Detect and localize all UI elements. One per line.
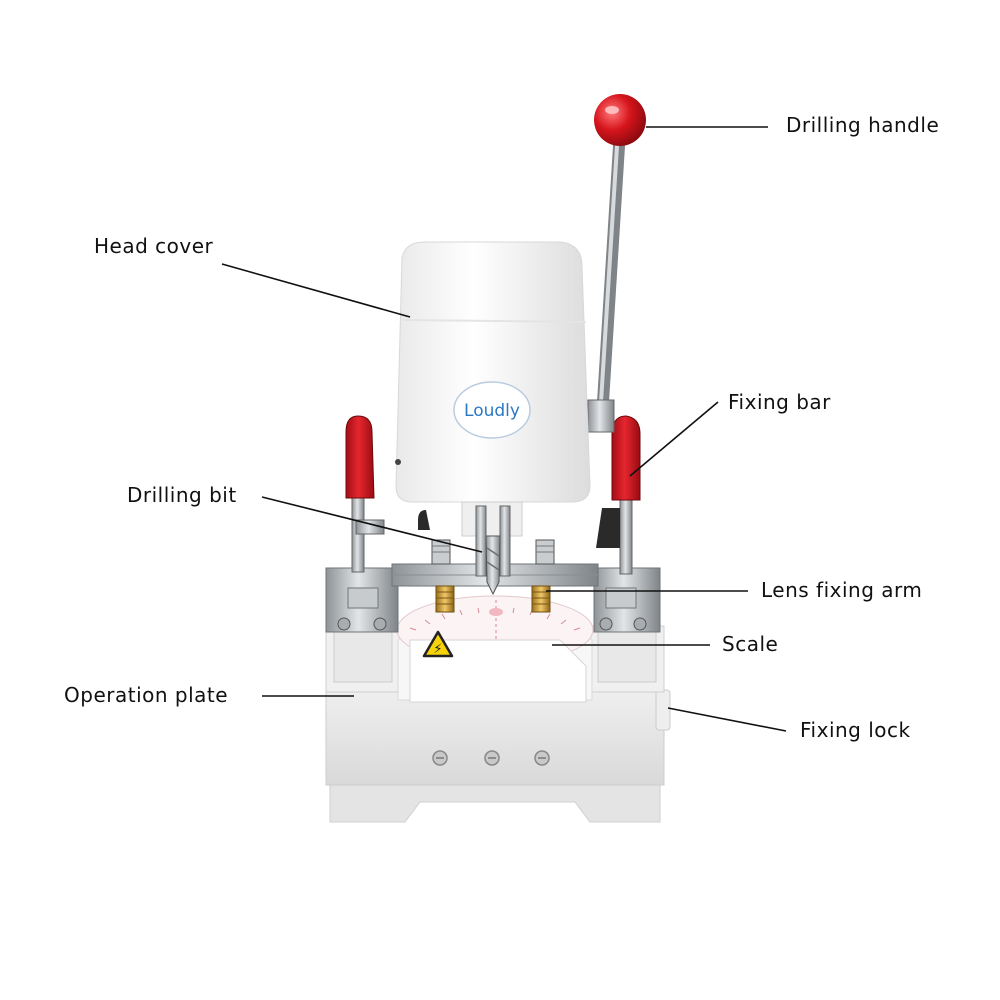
leader-head-cover bbox=[221, 263, 411, 318]
brand-name: Loudly bbox=[464, 401, 520, 421]
label-fixing-bar: Fixing bar bbox=[728, 390, 831, 414]
label-drilling-handle: Drilling handle bbox=[786, 113, 940, 137]
leader-fixing-bar bbox=[629, 401, 719, 477]
red-knob-icon[interactable] bbox=[594, 94, 646, 146]
lens-fixing-arm[interactable] bbox=[391, 539, 599, 613]
scale-disc[interactable]: ⚡ bbox=[396, 595, 594, 703]
fixing-bar-right[interactable] bbox=[596, 415, 641, 575]
drilling-bit bbox=[485, 535, 501, 596]
fixing-lock-knob[interactable] bbox=[655, 689, 671, 731]
clamp-bracket-left bbox=[325, 567, 399, 633]
label-fixing-lock: Fixing lock bbox=[800, 718, 911, 742]
clamp-bracket-right bbox=[593, 567, 661, 633]
leader-drilling-bit bbox=[261, 496, 483, 553]
callout-lines bbox=[221, 126, 787, 732]
label-drilling-bit: Drilling bit bbox=[127, 483, 237, 507]
fixing-bar-left[interactable] bbox=[345, 415, 385, 573]
brand-logo bbox=[453, 381, 531, 439]
label-scale: Scale bbox=[722, 632, 779, 656]
front-screws bbox=[432, 750, 550, 766]
spindle bbox=[418, 501, 523, 577]
label-head-cover: Head cover bbox=[94, 234, 214, 258]
label-lens-fixing-arm: Lens fixing arm bbox=[761, 578, 923, 602]
warning-icon: ⚡ bbox=[422, 630, 454, 658]
drilling-handle[interactable] bbox=[587, 94, 646, 433]
label-operation-plate: Operation plate bbox=[64, 683, 229, 707]
machine-base bbox=[325, 689, 671, 823]
svg-text:⚡: ⚡ bbox=[433, 642, 442, 657]
head-cover: Loudly bbox=[395, 241, 591, 503]
leader-fixing-lock bbox=[667, 707, 787, 732]
